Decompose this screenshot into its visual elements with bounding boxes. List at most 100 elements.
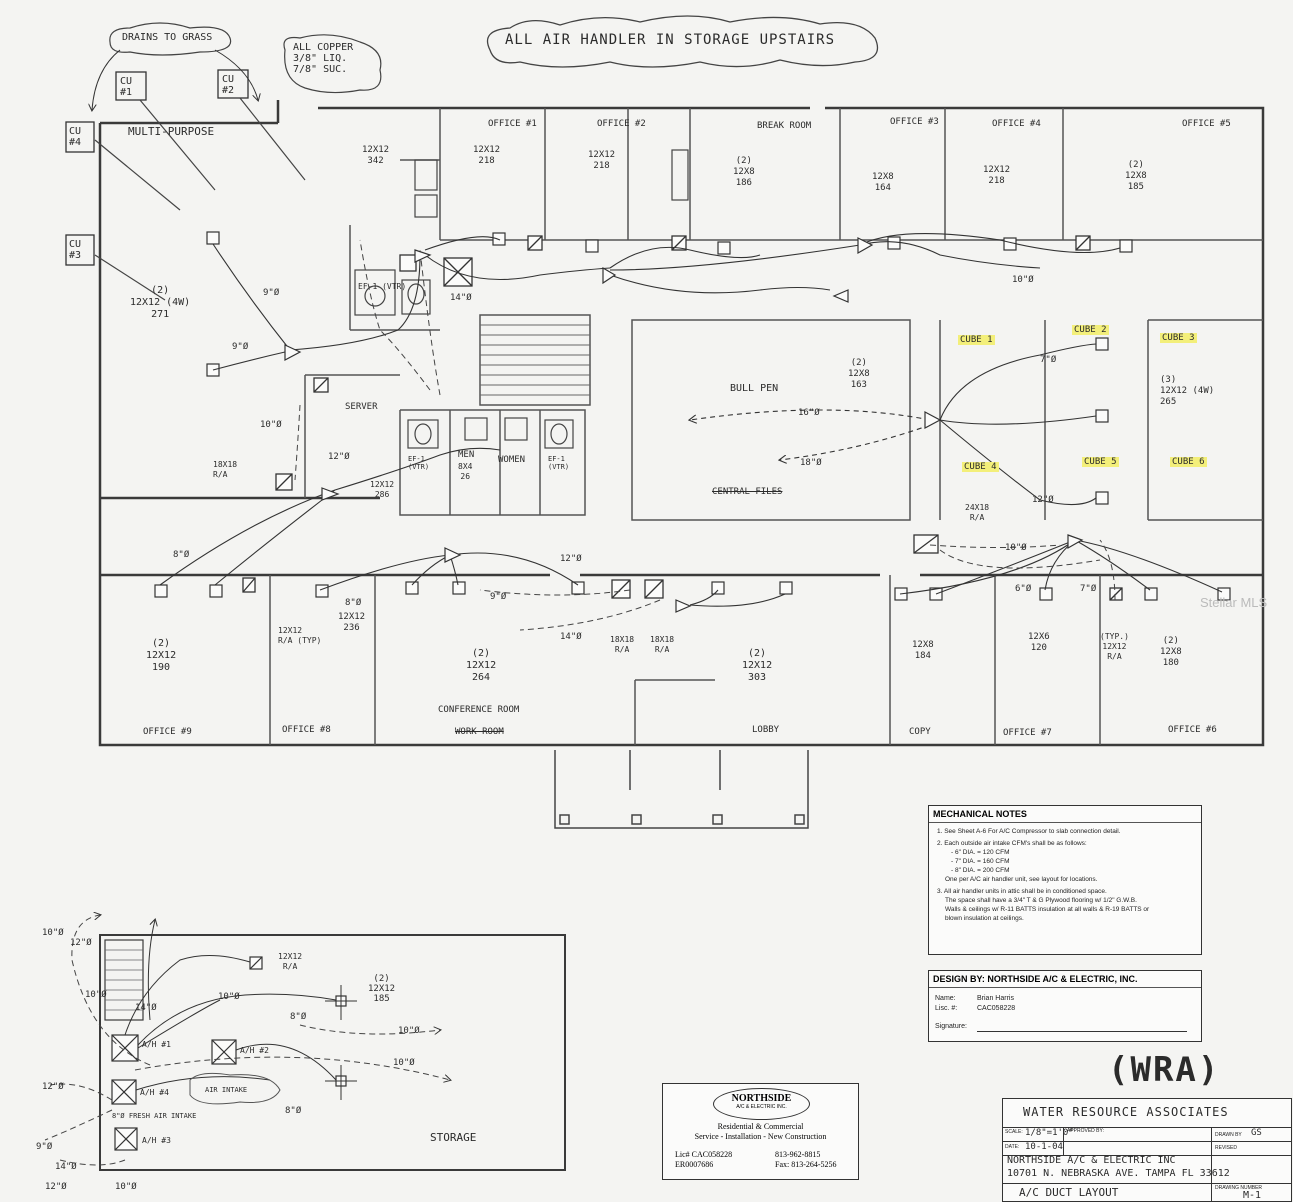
duct-label: 10"Ø [398, 1026, 420, 1036]
duct-label: 12"Ø [45, 1182, 67, 1192]
signature-line [977, 1031, 1187, 1032]
designer-name: Brian Harris [977, 995, 1014, 1002]
duct-label: 14"Ø [135, 1003, 157, 1013]
entry-vestibule [554, 750, 809, 829]
room-office5: OFFICE #5 [1182, 119, 1231, 129]
title-sheet: A/C DUCT LAYOUT [1019, 1186, 1119, 1199]
room-men: MEN [458, 450, 475, 460]
refrigerant-lines [94, 97, 306, 301]
duct-label: 10"Ø [85, 990, 107, 1000]
cu3-label: CU #3 [69, 239, 82, 261]
duct-label: 12"Ø [42, 1082, 64, 1092]
room-break-room: BREAK ROOM [757, 121, 812, 131]
room-cube1: CUBE 1 [958, 335, 995, 345]
duct-label: 8"Ø [285, 1106, 302, 1116]
room-cube4: CUBE 4 [962, 462, 999, 472]
room-conference: CONFERENCE ROOM [438, 705, 520, 715]
title-address: 10701 N. NEBRASKA AVE. TAMPA FL 33612 [1007, 1168, 1230, 1179]
condenser-boxes [65, 69, 249, 266]
room-office6: OFFICE #6 [1168, 725, 1217, 735]
duct-label: 9"Ø [36, 1142, 53, 1152]
company-logo-box: NORTHSIDE A/C & ELECTRIC INC. Residentia… [662, 1083, 859, 1180]
stair-treads [480, 324, 590, 396]
fixtures [354, 149, 689, 449]
room-office7: OFFICE #7 [1003, 728, 1052, 738]
label-ah2: A/H #2 [240, 1046, 269, 1055]
label-ah3: A/H #3 [142, 1136, 171, 1145]
duct-label: 12"Ø [70, 938, 92, 948]
fresh-air-cloud [189, 1072, 281, 1105]
duct-label: 10"Ø [260, 420, 282, 430]
designer-license: CAC058228 [977, 1005, 1016, 1012]
label-fresh-air-2: AIR INTAKE [205, 1086, 248, 1094]
room-work-room: WORK ROOM [455, 727, 504, 737]
duct-label: 10"Ø [218, 992, 240, 1002]
annot-cubes: (3)12X12 (4W)265 [1160, 375, 1215, 407]
mechanical-notes-box: MECHANICAL NOTES 1. See Sheet A-6 For A/… [928, 805, 1202, 955]
storage-plan [44, 915, 566, 1171]
duct-label: 9"Ø [490, 592, 507, 602]
copper-cloud [283, 34, 382, 94]
room-cube6: CUBE 6 [1170, 457, 1207, 467]
duct-label: 16"Ø [798, 408, 820, 418]
duct-label: 12"Ø [1032, 495, 1054, 505]
room-office2: OFFICE #2 [597, 119, 646, 129]
room-cube3: CUBE 3 [1160, 333, 1197, 343]
header-note-cloud [486, 15, 879, 68]
return-grilles [242, 235, 1123, 601]
design-by-box: DESIGN BY: NORTHSIDE A/C & ELECTRIC, INC… [928, 970, 1202, 1042]
title-drawing-number: M-1 [1243, 1190, 1262, 1201]
wra-stamp: (WRA) [1108, 1050, 1221, 1090]
room-multi-purpose: MULTI-PURPOSE [128, 125, 215, 138]
mls-watermark: Stellar MLS [1200, 595, 1268, 610]
room-office1: OFFICE #1 [488, 119, 537, 129]
building-walls [98, 100, 1265, 747]
annot-multi-purpose: (2)12X12 (4W)271 [130, 285, 191, 320]
duct-label: 9"Ø [232, 342, 249, 352]
cu1-label: CU #1 [120, 76, 133, 98]
duct-label: 14"Ø [450, 293, 472, 303]
room-central-files: CENTRAL FILES [712, 487, 783, 497]
duct-label: 12"Ø [560, 554, 582, 564]
duct-label: 10"Ø [1005, 543, 1027, 553]
annot-ef-mid: EF-1 (VTR) [408, 455, 430, 471]
cu2-label: CU #2 [222, 74, 235, 96]
supply-diffusers [154, 231, 1231, 601]
duct-label: 8"Ø [345, 598, 362, 608]
room-cube2: CUBE 2 [1072, 325, 1109, 335]
drains-cloud [92, 22, 258, 110]
title-date: 10-1-04 [1025, 1142, 1063, 1152]
label-ah1: A/H #1 [142, 1040, 171, 1049]
duct-label: 8"Ø [173, 550, 190, 560]
duct-label: 18"Ø [800, 458, 822, 468]
label-fresh-air: 8"Ø FRESH AIR INTAKE [112, 1112, 197, 1120]
room-storage: STORAGE [430, 1131, 477, 1144]
duct-label: 8"Ø [290, 1012, 307, 1022]
duct-label: 6"Ø [1015, 584, 1032, 594]
cu4-label: CU #4 [69, 126, 82, 148]
room-bull-pen: BULL PEN [730, 383, 779, 394]
